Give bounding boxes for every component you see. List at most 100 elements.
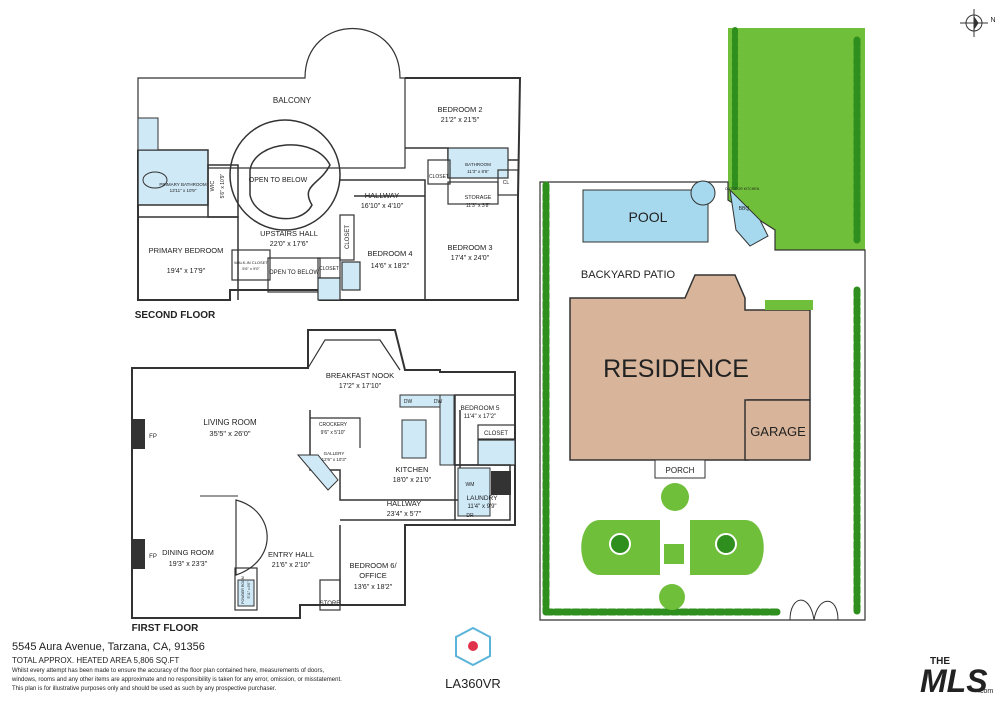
porch-label: PORCH: [666, 466, 695, 475]
upstairs-hall-label: UPSTAIRS HALL: [260, 229, 318, 238]
second-hallway-dim: 16'10" x 4'10": [361, 203, 404, 210]
bedroom6-label: BEDROOM 6/: [349, 561, 397, 570]
primary-bath-label: PRIMARY BATHROOM: [159, 182, 207, 187]
bedroom4-bath: [317, 277, 341, 301]
kitchen-side-counter: [439, 394, 455, 466]
crockery-walls: [310, 417, 361, 448]
bathtub-icon: [142, 171, 168, 189]
kitchen-dim: 18'0" x 21'0": [393, 477, 432, 484]
primary-bath-room: [137, 149, 209, 206]
closet-label: CLOSET: [484, 431, 508, 437]
site-boundary: [539, 181, 866, 621]
mls-logo: THE MLS .com: [920, 656, 993, 699]
balcony-outline: [137, 27, 406, 169]
gate-right: [789, 599, 839, 621]
la360-center-icon: [468, 641, 478, 651]
gallery-label: GALLERY: [324, 451, 345, 456]
powder-room: [234, 567, 258, 611]
footer-address: 5545 Aura Avenue, Tarzana, CA, 91356: [12, 641, 205, 653]
first-floor-plan: [131, 329, 516, 619]
store-label: STORE: [320, 601, 341, 607]
closet-a-label: CLOSET: [429, 174, 449, 180]
kitchen-island: [401, 419, 427, 459]
mls-the-label: THE: [930, 656, 950, 667]
dw1-label: DW: [404, 399, 413, 405]
closet-column: [339, 214, 355, 261]
front-shrub-2: [659, 584, 685, 610]
pool-label: POOL: [629, 209, 668, 225]
garden-center: [664, 544, 684, 564]
powder-label: POWDER ROOM: [241, 576, 245, 604]
storage-dim: 11'3" x 3'8": [466, 203, 490, 209]
north-arrow-head: [973, 15, 979, 31]
bathroom2-dim: 11'3" x 8'6": [467, 169, 489, 174]
mls-com-label: .com: [978, 688, 993, 695]
dining-label: DINING ROOM: [162, 548, 214, 557]
spa-shape: [690, 180, 716, 206]
dw2-label: DW: [434, 399, 443, 405]
garage-shape: [744, 399, 811, 461]
wic-dim: 5'6" x 10'9": [220, 173, 226, 198]
north-label: N: [990, 17, 995, 24]
bedroom5-bath: [477, 439, 516, 466]
breakfast-nook-bay: [307, 339, 401, 371]
fountain-right: [715, 533, 737, 555]
la360-label: LA360VR: [445, 676, 501, 691]
bedroom5-dim: 11'4" x 17'2": [464, 414, 496, 420]
crockery-dim: 9'6" x 5'10": [321, 430, 346, 436]
bedroom4-dim: 14'6" x 18'2": [371, 263, 410, 270]
la360-logo: LA360VR: [445, 626, 501, 691]
pool-shape: [582, 189, 709, 243]
first-hallway-label: HALLWAY: [387, 499, 421, 508]
second-floor-labels: SECOND FLOOR BALCONY BEDROOM 2 21'2" x 2…: [135, 96, 510, 321]
closet-b-label: CLOSET: [345, 225, 351, 249]
open-below-outline: [249, 144, 331, 220]
second-hallway-walls: [340, 179, 426, 300]
primary-bath-tub: [137, 117, 159, 151]
wm-label: WM: [466, 482, 475, 488]
cl-room: [497, 169, 519, 196]
crockery-label: CROCKERY: [319, 422, 348, 428]
fp2-label: FP: [149, 554, 157, 560]
bathroom2-label: BATHROOM: [465, 162, 491, 167]
kitchen-label: KITCHEN: [396, 465, 429, 474]
north-arrow: [960, 9, 988, 37]
footer-disclaimer-2: windows, rooms and any other items are a…: [12, 677, 342, 683]
dining-dim: 19'3" x 23'3": [169, 561, 208, 568]
powder-dim: 5'11" x 6'0": [247, 581, 251, 599]
footer-area: TOTAL APPROX. HEATED AREA 5,806 SQ.FT: [12, 656, 180, 665]
walkin-closet-dim: 5'6" x 9'0": [242, 266, 260, 271]
entry-dim: 21'6" x 2'10": [272, 562, 311, 569]
bbq-area: [729, 188, 769, 247]
open-below-2-room: [267, 257, 321, 293]
balcony-label: BALCONY: [273, 96, 312, 105]
fountain-left: [609, 533, 631, 555]
bbq-label: BBQ: [739, 206, 750, 212]
fp1-label: FP: [149, 434, 157, 440]
laundry-dim: 11'4" x 9'9": [467, 504, 496, 510]
open-below-2-label: OPEN TO BELOW: [269, 270, 319, 276]
site-labels: POOL OUTDOOR KITCHEN BBQ BACKYARD PATIO …: [581, 17, 996, 475]
bedroom4-label: BEDROOM 4: [367, 249, 412, 258]
closet-c-label: CLOSET: [319, 266, 339, 272]
bedroom6-dim: 13'6" x 18'2": [354, 584, 393, 591]
powder-fixture: [237, 579, 255, 607]
store-room: [319, 579, 341, 611]
stair-curve-outer: [229, 119, 341, 231]
mls-label: MLS: [920, 663, 988, 699]
fireplace-1: [131, 419, 145, 449]
first-floor-labels: FIRST FLOOR BREAKFAST NOOK 17'2" x 17'10…: [132, 371, 509, 634]
open-below-1-label: OPEN TO BELOW: [249, 177, 308, 184]
wic-label: WIC: [210, 181, 216, 192]
first-floor-title: FIRST FLOOR: [132, 623, 199, 634]
primary-bath-dim: 13'11" x 10'9": [170, 188, 197, 193]
bedroom2-label: BEDROOM 2: [437, 105, 482, 114]
primary-bedroom-walls: [138, 216, 239, 300]
second-floor-plan: [137, 27, 522, 301]
site-plan: [539, 9, 988, 621]
bedroom6-label-2: OFFICE: [359, 571, 387, 580]
second-floor-title: SECOND FLOOR: [135, 310, 216, 321]
residence-label: RESIDENCE: [603, 355, 749, 383]
outdoor-kitchen-label: OUTDOOR KITCHEN: [725, 187, 760, 191]
